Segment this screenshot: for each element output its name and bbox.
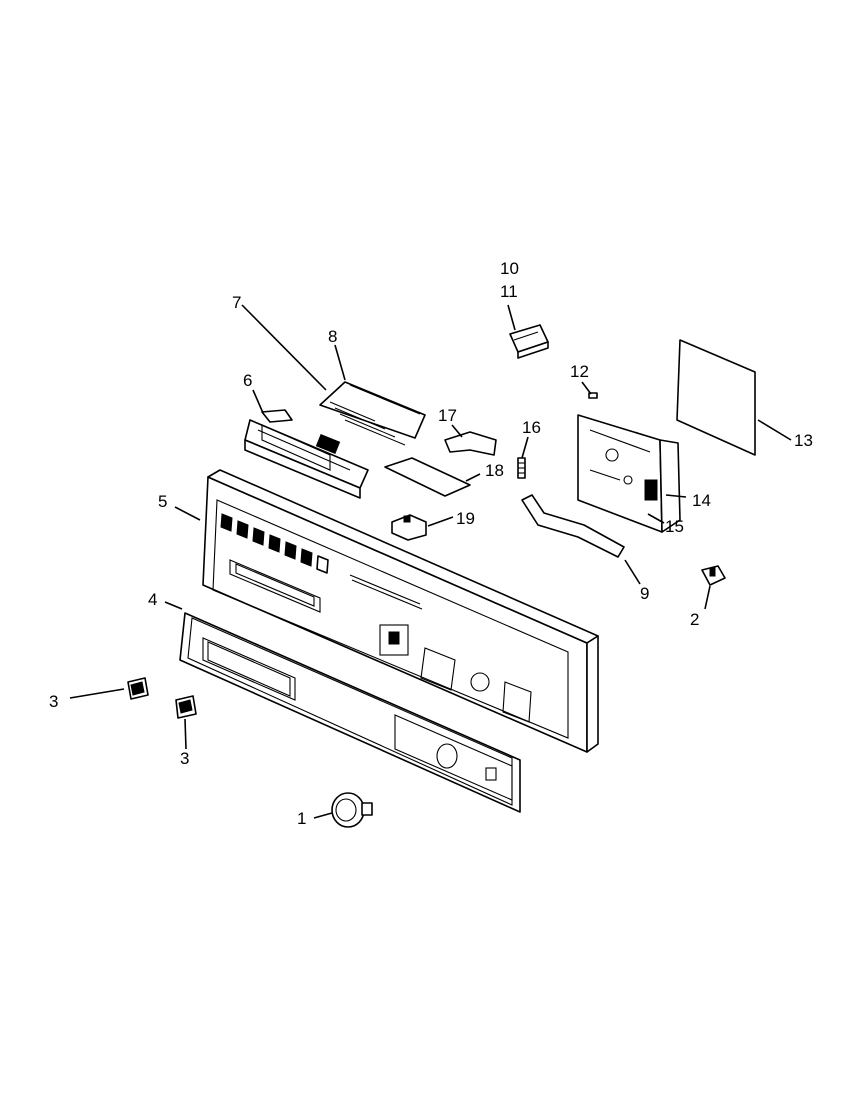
callout-8: 8 <box>328 327 337 346</box>
callout-labels: 1 2 3 3 4 5 6 7 8 9 10 11 12 13 14 15 16… <box>49 259 813 828</box>
control-panel-housing <box>202 469 599 753</box>
button-cap-b <box>175 695 197 719</box>
callout-19: 19 <box>456 509 475 528</box>
callout-12: 12 <box>570 362 589 381</box>
callout-7: 7 <box>232 293 241 312</box>
timer-board <box>577 414 681 533</box>
leader-lines <box>69 304 792 819</box>
bracket-part-17 <box>444 431 497 456</box>
callout-14: 14 <box>692 491 711 510</box>
callout-9: 9 <box>640 584 649 603</box>
insulation-sheet <box>676 339 756 456</box>
callout-1: 1 <box>297 809 306 828</box>
button-carrier <box>244 409 369 499</box>
callout-13: 13 <box>794 431 813 450</box>
callout-18: 18 <box>485 461 504 480</box>
callout-6: 6 <box>243 371 252 390</box>
button-cap-a <box>127 677 149 700</box>
switch-part-2 <box>701 565 726 586</box>
callout-16: 16 <box>522 418 541 437</box>
button-slots <box>220 513 329 574</box>
callout-17: 17 <box>438 406 457 425</box>
key-bars <box>319 381 426 446</box>
callout-3b: 3 <box>180 749 189 768</box>
callout-2: 2 <box>690 610 699 629</box>
sheet-part-18 <box>384 457 471 497</box>
front-facia-panel <box>179 612 521 813</box>
callout-5: 5 <box>158 492 167 511</box>
callout-11: 11 <box>500 282 518 301</box>
switch-part-19 <box>391 514 427 541</box>
module-part-10-11 <box>509 324 549 359</box>
lever-part-9 <box>521 494 625 558</box>
callout-10: 10 <box>500 259 519 278</box>
knob-part-1 <box>331 792 373 828</box>
spring-part-16 <box>517 457 526 479</box>
callout-4: 4 <box>148 590 157 609</box>
callout-3a: 3 <box>49 692 58 711</box>
pin-part-12 <box>588 392 598 399</box>
callout-15: 15 <box>665 517 684 536</box>
